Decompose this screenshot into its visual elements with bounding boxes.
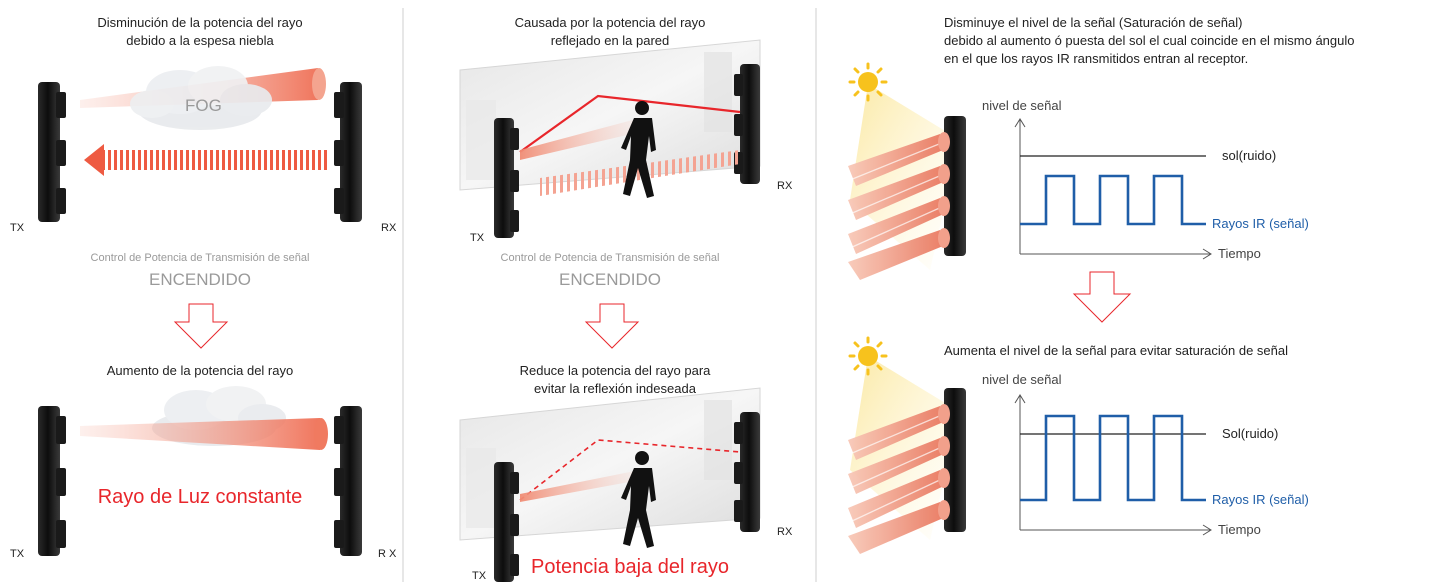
tx-sensor-icon xyxy=(494,118,519,238)
ir-signal-wave xyxy=(1020,414,1206,502)
tx-sensor-icon xyxy=(38,82,66,222)
ir-rays-bundle xyxy=(848,134,948,280)
graph2-noise-label: Sol(ruido) xyxy=(1222,426,1279,441)
reflection-title-line1: Causada por la potencia del rayo xyxy=(514,15,706,30)
power-control-state: ENCENDIDO xyxy=(148,270,251,289)
graph2-y-label: nivel de señal xyxy=(982,372,1062,387)
reflection-result-line2: evitar la reflexión indeseada xyxy=(534,381,696,396)
signal-graph-2 xyxy=(1014,394,1212,536)
weak-return-arrow xyxy=(84,144,328,176)
power-control-label: Control de Potencia de Transmisión de se… xyxy=(500,252,720,264)
signal-graph-1 xyxy=(1014,118,1212,260)
sun-icon xyxy=(848,62,888,102)
walking-person-icon xyxy=(621,101,656,198)
reduced-reflection xyxy=(519,439,741,501)
fog-label: FOG xyxy=(185,96,222,115)
sun-result-title: Aumenta el nivel de la señal para evitar… xyxy=(944,343,1288,358)
rx-sensor-icon xyxy=(938,116,966,256)
tx-sensor-icon xyxy=(38,406,66,556)
sun-title-line2: debido al aumento ó puesta del sol el cu… xyxy=(944,33,1355,48)
down-arrow-icon xyxy=(1072,271,1132,323)
fog-cloud-icon xyxy=(130,66,272,130)
tx-sensor-icon xyxy=(494,462,519,582)
rx-sensor-icon xyxy=(938,388,966,532)
graph1-noise-label: sol(ruido) xyxy=(1222,148,1277,163)
graph1-x-label: Tiempo xyxy=(1218,246,1261,261)
graph1-y-label: nivel de señal xyxy=(982,98,1062,113)
fog-title-line2: debido a la espesa niebla xyxy=(126,33,274,48)
rx-label: RX xyxy=(777,180,793,192)
down-arrow-icon xyxy=(173,303,229,349)
reflection-title-line2: reflejado en la pared xyxy=(550,33,670,48)
fog-title: Disminución de la potencia del rayo debi… xyxy=(60,14,340,50)
rx-sensor-icon xyxy=(334,406,362,556)
rx-sensor-icon xyxy=(734,64,760,184)
sun-icon xyxy=(848,336,888,376)
fog-result-title: Aumento de la potencia del rayo xyxy=(106,363,294,378)
ir-signal-wave xyxy=(1020,174,1206,226)
rx-label: RX xyxy=(381,222,397,234)
reflection-result-title: Reduce la potencia del rayo para evitar … xyxy=(470,362,760,398)
rx-sensor-icon xyxy=(734,412,760,532)
fog-result-text: Rayo de Luz constante xyxy=(97,486,303,508)
sun-title-line1: Disminuye el nivel de la señal (Saturaci… xyxy=(944,15,1243,30)
sun-title-line3: en el que los rayos IR ransmitidos entra… xyxy=(944,51,1249,66)
reflective-wall xyxy=(459,387,761,541)
reflection-title: Causada por la potencia del rayo refleja… xyxy=(470,14,750,50)
walking-person-icon xyxy=(621,451,656,548)
graph2-signal-label: Rayos IR (señal) xyxy=(1212,492,1309,507)
sun-title: Disminuye el nivel de la señal (Saturaci… xyxy=(944,14,1354,68)
reflection-result-line1: Reduce la potencia del rayo para xyxy=(519,363,711,378)
reflected-beam xyxy=(519,94,741,153)
tx-label: TX xyxy=(10,222,25,234)
down-arrow-icon xyxy=(584,303,640,349)
rx-label: R X xyxy=(378,548,397,560)
power-control-state: ENCENDIDO xyxy=(558,270,661,289)
power-control-label: Control de Potencia de Transmisión de se… xyxy=(90,252,310,264)
reflection-result-text: Potencia baja del rayo xyxy=(531,556,729,578)
rx-sensor-icon xyxy=(334,82,362,222)
ir-rays-bundle xyxy=(848,406,948,554)
fog-title-line1: Disminución de la potencia del rayo xyxy=(97,15,303,30)
tx-label: TX xyxy=(470,232,485,244)
graph1-signal-label: Rayos IR (señal) xyxy=(1212,216,1309,231)
tx-label: TX xyxy=(472,570,487,582)
tx-label: TX xyxy=(10,548,25,560)
graph2-x-label: Tiempo xyxy=(1218,522,1261,537)
rx-label: RX xyxy=(777,526,793,538)
